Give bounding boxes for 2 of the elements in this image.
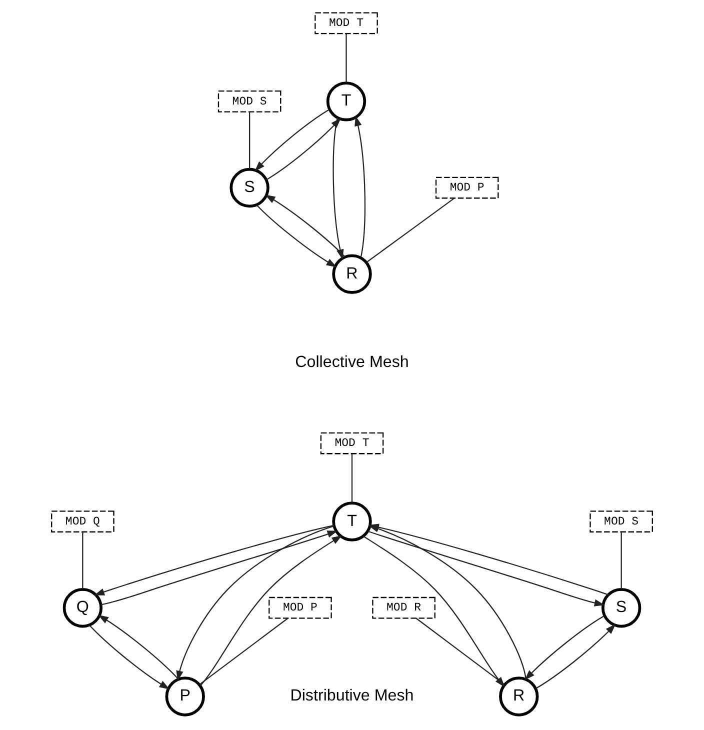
label: Distributive Mesh xyxy=(290,686,414,705)
label: Collective Mesh xyxy=(295,352,409,371)
